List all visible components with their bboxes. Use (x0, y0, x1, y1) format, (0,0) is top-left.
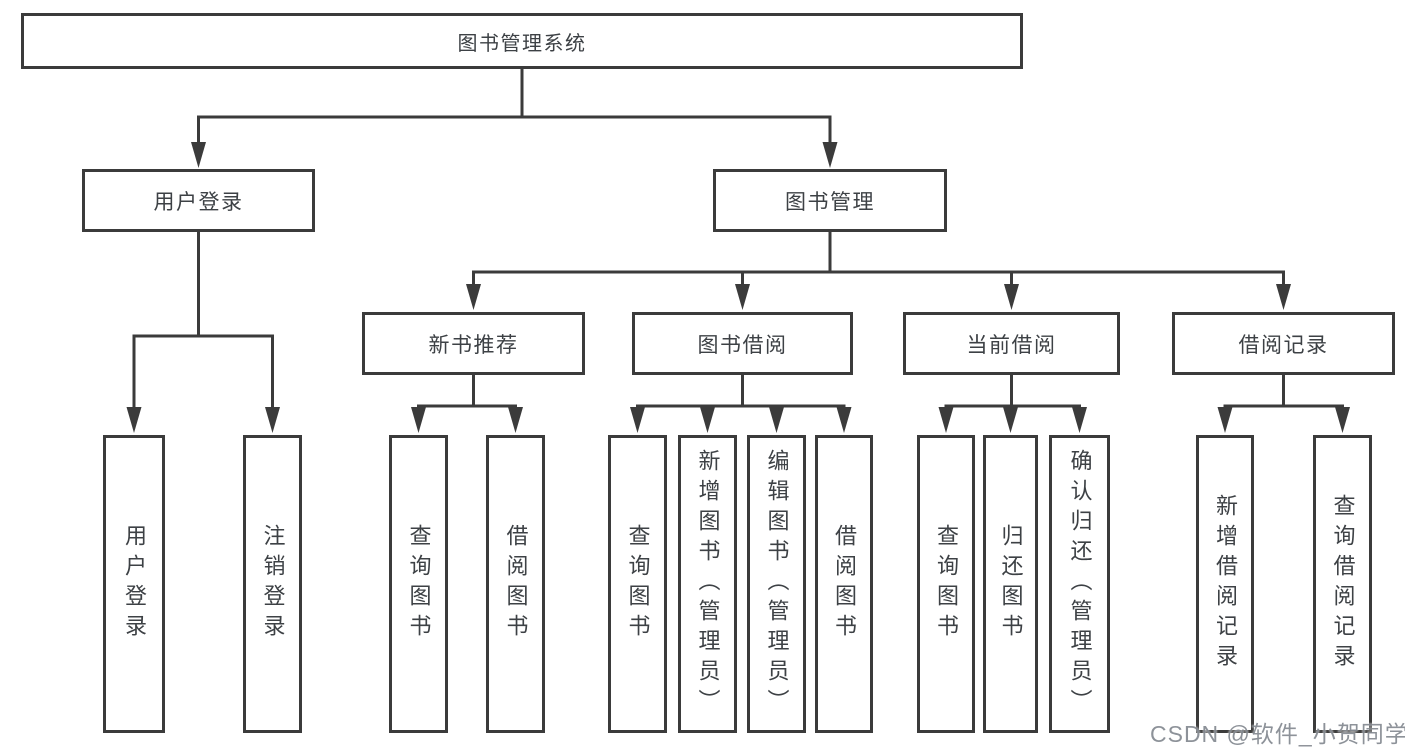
arrowhead-icon (1004, 284, 1019, 310)
node-user-login: 用户登录 (82, 169, 315, 232)
node-label: 借阅图书 (832, 524, 857, 644)
node-current-borrowing: 当前借阅 (903, 312, 1120, 375)
arrowhead-icon (126, 407, 142, 433)
node-label: 查询图书 (406, 524, 432, 644)
node-book-management: 图书管理 (713, 169, 947, 232)
csdn-watermark: CSDN @软件_小贺同学 (1150, 721, 1405, 747)
node-label: 查询图书 (934, 524, 959, 644)
node-query-books-borrowing: 查询图书 (608, 435, 667, 733)
node-logout: 注销登录 (243, 435, 302, 733)
arrowhead-icon (1276, 284, 1291, 310)
node-new-book-recommend: 新书推荐 (362, 312, 585, 375)
node-borrowing-records: 借阅记录 (1172, 312, 1395, 375)
node-label: 归还图书 (998, 524, 1024, 644)
arrowhead-icon (1003, 407, 1018, 433)
connector-new-book-group (417, 375, 517, 418)
arrowhead-icon (466, 284, 481, 310)
arrowhead-icon (1072, 407, 1087, 433)
node-confirm-return-admin: 确认归还（管理员） (1049, 435, 1110, 733)
node-label: 新书推荐 (428, 333, 519, 357)
node-label: 注销登录 (260, 524, 286, 644)
arrowhead-icon (836, 407, 852, 433)
arrowhead-icon (508, 407, 523, 433)
arrowhead-icon (265, 407, 280, 433)
node-label: 用户登录 (153, 190, 244, 214)
arrowhead-icon (938, 407, 954, 433)
node-return-books: 归还图书 (983, 435, 1038, 733)
node-add-borrow-record: 新增借阅记录 (1196, 435, 1254, 733)
node-library-management-system: 图书管理系统 (21, 13, 1023, 69)
arrowhead-icon (735, 284, 750, 310)
arrowhead-icon (822, 142, 838, 168)
node-label: 用户登录 (122, 524, 147, 644)
arrowhead-icon (700, 407, 715, 433)
arrowhead-icon (1217, 407, 1233, 433)
node-label: 借阅记录 (1238, 333, 1329, 357)
node-label: 图书管理 (785, 190, 875, 214)
arrowhead-icon (769, 407, 784, 433)
node-label: 新增图书（管理员） (695, 449, 721, 719)
arrowhead-icon (191, 142, 206, 168)
node-label: 查询借阅记录 (1330, 494, 1356, 674)
node-borrow-books-recommend: 借阅图书 (486, 435, 545, 733)
node-label: 查询图书 (625, 524, 651, 644)
node-user-login-leaf: 用户登录 (103, 435, 165, 733)
connector-book-management-group (472, 232, 1285, 292)
node-query-books-current: 查询图书 (917, 435, 975, 733)
node-label: 图书借阅 (697, 333, 788, 357)
connector-current-borrow-group (944, 375, 1081, 418)
node-add-book-admin: 新增图书（管理员） (678, 435, 737, 733)
node-book-borrowing: 图书借阅 (632, 312, 853, 375)
node-query-books-recommend: 查询图书 (389, 435, 448, 733)
connector-borrow-record-group (1223, 375, 1344, 418)
node-label: 新增借阅记录 (1213, 494, 1238, 674)
node-label: 编辑图书（管理员） (764, 449, 790, 719)
node-label: 当前借阅 (966, 333, 1057, 357)
arrowhead-icon (630, 407, 645, 433)
node-borrow-books-borrowing: 借阅图书 (815, 435, 873, 733)
arrowhead-icon (1335, 407, 1350, 433)
connector-user-login-group (132, 232, 274, 415)
node-edit-book-admin: 编辑图书（管理员） (747, 435, 806, 733)
node-label: 借阅图书 (503, 524, 529, 644)
connector-root (197, 69, 832, 150)
node-label: 确认归还（管理员） (1067, 449, 1093, 719)
node-query-borrow-record: 查询借阅记录 (1313, 435, 1372, 733)
connector-book-borrow-group (636, 375, 846, 418)
node-label: 图书管理系统 (457, 32, 587, 55)
arrowhead-icon (411, 407, 426, 433)
